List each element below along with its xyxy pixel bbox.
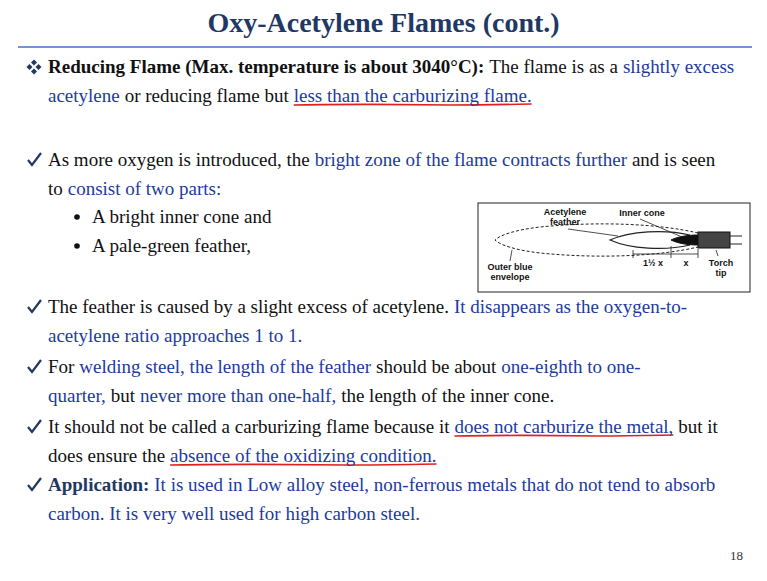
- body-text: Reducing Flame (Max. temperature is abou…: [48, 56, 484, 77]
- flame-figure: [495, 219, 742, 261]
- paragraph: The feather is caused by a slight excess…: [48, 292, 754, 350]
- emphasis-text: bright zone of the flame contracts furth…: [315, 149, 627, 170]
- check-bullet: [28, 478, 41, 490]
- dot-bullet: [74, 243, 80, 249]
- dot-bullet: [74, 214, 80, 220]
- figure-label: Outer blue envelope: [482, 262, 538, 282]
- body-text: The flame is as a: [489, 56, 618, 77]
- paragraph: Reducing Flame (Max. temperature is abou…: [48, 52, 754, 110]
- emphasis-text: less than the carburizing flame.: [294, 85, 532, 106]
- figure-label: Torch tip: [704, 258, 738, 278]
- figure-label: x: [680, 258, 692, 268]
- diamond-bullet: [27, 64, 33, 70]
- emphasis-text: does not carburize the metal,: [454, 416, 673, 437]
- check-bullet: [28, 300, 41, 312]
- leader-line: [716, 250, 718, 256]
- slide-title: Oxy-Acetylene Flames (cont.): [0, 6, 767, 40]
- outer-envelope: [495, 224, 698, 256]
- dimension-line: [633, 254, 698, 255]
- check-bullet: [28, 360, 41, 372]
- check-bullet: [28, 153, 41, 165]
- inner-cone: [671, 235, 698, 245]
- torch-tip: [698, 232, 730, 248]
- body-text: should be about: [376, 356, 496, 377]
- figure-label: 1½ x: [640, 258, 666, 268]
- figure-label: Acetylene feather: [540, 207, 590, 227]
- body-text: A pale-green feather,: [92, 235, 251, 256]
- emphasis-text: never more than one-half,: [140, 385, 336, 406]
- leader-line: [640, 219, 682, 237]
- emphasis-text: absence of the oxidizing condition.: [170, 445, 436, 466]
- body-text: It should not be called a carburizing fl…: [48, 416, 449, 437]
- diamond-bullet: [31, 60, 37, 66]
- body-text: the length of the inner cone.: [341, 385, 554, 406]
- body-text: For: [48, 356, 74, 377]
- check-bullet: [28, 420, 41, 432]
- body-text: but: [111, 385, 135, 406]
- paragraph: Application:It is used in Low alloy stee…: [48, 470, 754, 528]
- body-text: A bright inner cone and: [92, 206, 271, 227]
- emphasis-text: consist of two parts:: [68, 178, 222, 199]
- dimension-tick: [698, 249, 699, 258]
- body-text: Application:: [48, 474, 149, 495]
- dimension-tick: [633, 250, 634, 258]
- torch-body: [730, 236, 742, 237]
- leader-line: [510, 250, 512, 261]
- dimension-tick: [671, 246, 672, 258]
- paragraph: As more oxygen is introduced, thebright …: [48, 145, 754, 203]
- paragraph: It should not be called a carburizing fl…: [48, 412, 754, 470]
- emphasis-text: welding steel, the length of the feather: [79, 356, 371, 377]
- diamond-bullet: [36, 64, 42, 70]
- paragraph: Forwelding steel, the length of the feat…: [48, 352, 754, 410]
- diamond-bullet: [31, 69, 37, 75]
- figure-label: Inner cone: [612, 208, 672, 218]
- title-rule: [18, 46, 752, 48]
- paragraph: A pale-green feather,: [92, 231, 462, 260]
- body-text: The feather is caused by a slight excess…: [48, 296, 449, 317]
- leader-line: [568, 229, 618, 236]
- figure-frame: [478, 203, 750, 292]
- paragraph: A bright inner cone and: [92, 202, 462, 231]
- page-number: 18: [730, 548, 743, 564]
- torch-body: [730, 244, 742, 245]
- body-text: As more oxygen is introduced, the: [48, 149, 310, 170]
- body-text: or reducing flame but: [125, 85, 289, 106]
